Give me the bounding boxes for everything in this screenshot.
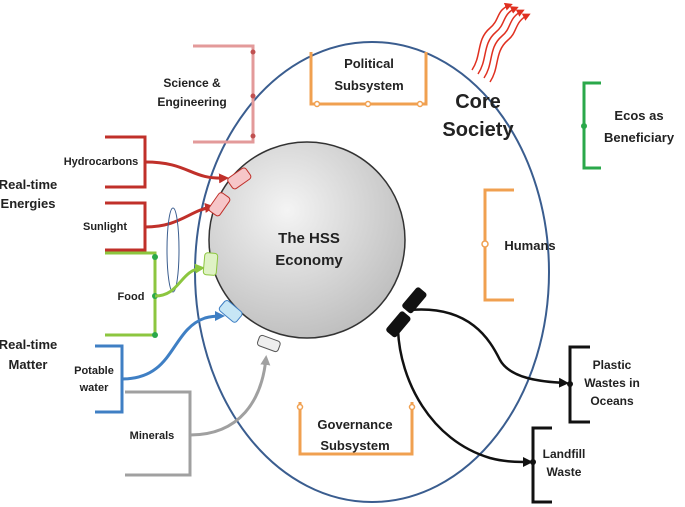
hydrocarbons-port <box>227 167 252 190</box>
food-flow <box>154 263 205 298</box>
governance-bracket <box>298 402 414 456</box>
science-node <box>250 93 256 99</box>
minerals-port <box>256 334 281 353</box>
heat-waste-arrows <box>471 2 531 83</box>
potable-water-label: Potable <box>74 365 114 377</box>
governance-node <box>296 403 304 411</box>
sunlight-label: Sunlight <box>83 221 127 233</box>
energies-label: Real-time <box>0 177 57 192</box>
political-node <box>364 100 372 108</box>
water-bracket <box>95 344 124 414</box>
science-node <box>250 49 256 55</box>
minerals-flow <box>189 355 271 437</box>
governance-label: Governance <box>317 417 392 432</box>
science-label: Science & <box>163 76 221 90</box>
economy-label: The HSS <box>278 230 340 247</box>
governance-node <box>408 403 416 411</box>
political-label: Political <box>344 56 394 71</box>
food-label: Food <box>118 291 145 303</box>
matter-label: Real-time <box>0 337 57 352</box>
landfill-node <box>530 459 536 465</box>
potable-water-label: water <box>79 382 109 394</box>
food-port <box>202 252 219 276</box>
humans-node <box>481 240 489 248</box>
landfill-flow <box>396 329 533 467</box>
political-node <box>416 100 424 108</box>
matter-label: Matter <box>8 357 47 372</box>
plastic-flow <box>409 308 569 388</box>
humans-label: Humans <box>504 238 555 253</box>
political-node <box>313 100 321 108</box>
governance-label: Subsystem <box>320 438 389 453</box>
landfill-label: Landfill <box>543 447 586 461</box>
landfill-label: Waste <box>547 465 582 479</box>
water-flow <box>121 311 225 381</box>
sunlight-flow <box>144 202 215 229</box>
energy-loop <box>166 207 180 293</box>
hydrocarbons-label: Hydrocarbons <box>64 156 139 168</box>
plastic-label: Plastic <box>593 358 632 372</box>
energies-label: Energies <box>1 196 56 211</box>
ecos-label: Ecos as <box>614 108 663 123</box>
economy-label: Economy <box>275 252 343 269</box>
water-port <box>218 300 243 323</box>
ecos-node <box>581 123 587 129</box>
output-port-lower <box>386 311 411 338</box>
sunlight-port <box>208 192 231 217</box>
minerals-label: Minerals <box>130 430 175 442</box>
plastic-label: Wastes in <box>584 376 640 390</box>
food-node <box>152 332 158 338</box>
ecos-label: Beneficiary <box>604 130 675 145</box>
food-node <box>152 254 158 260</box>
hydrocarbons-flow <box>144 160 229 184</box>
core-society-label: Society <box>442 119 514 141</box>
science-node <box>250 133 256 139</box>
core-society-label: Core <box>455 91 501 113</box>
political-label: Subsystem <box>334 78 403 93</box>
plastic-label: Oceans <box>590 394 634 408</box>
hss-economy-circle <box>208 141 406 339</box>
science-bracket <box>193 44 255 144</box>
output-port-upper <box>402 287 427 314</box>
science-label: Engineering <box>157 95 226 109</box>
plastic-node <box>567 381 573 387</box>
